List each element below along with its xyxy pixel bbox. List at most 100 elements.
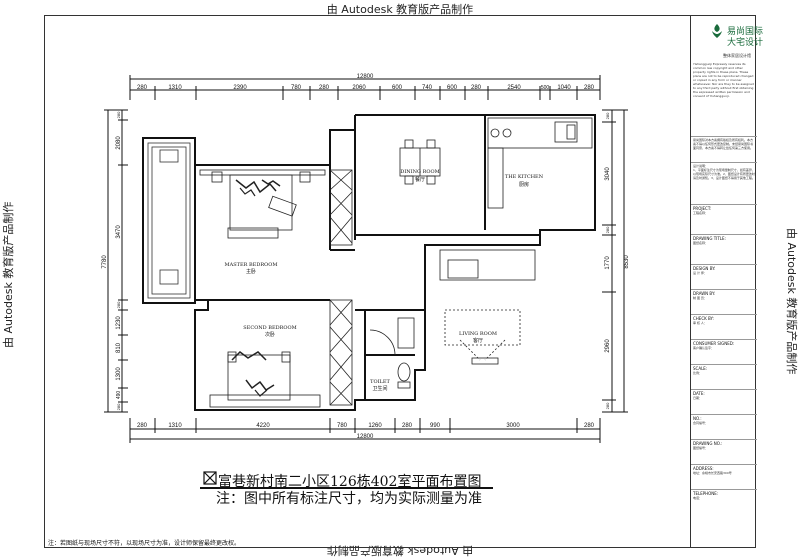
scale-label-cn: 比例： [693, 371, 703, 375]
drawn-by-label: DRAWN BY: [693, 291, 716, 296]
contract-no-field: NO.: 合同编号： [691, 415, 757, 440]
master-nightstand-right [299, 171, 311, 183]
watermark-top: 由 Autodesk 教育版产品制作 [326, 3, 474, 16]
dim-top-6: 2060 [352, 85, 366, 91]
master-wardrobe [329, 169, 353, 246]
contract-no-label-cn: 合同编号： [693, 421, 709, 425]
dim-bottom-1: 280 [137, 423, 148, 429]
dim-left-6: 810 [116, 342, 122, 353]
living-room [439, 249, 536, 365]
dim-top-1: 280 [137, 85, 148, 91]
dim-left-5: 1230 [116, 316, 122, 330]
logo-mark-icon [712, 24, 722, 38]
tv-cabinet [471, 357, 499, 365]
dining-chair-3 [404, 175, 414, 185]
dim-bottom-5: 1260 [368, 423, 382, 429]
scale-label: SCALE: [693, 366, 708, 371]
kitchen-sink [554, 121, 578, 143]
master-bedroom [199, 169, 353, 246]
toilet-bowl [397, 362, 411, 382]
telephone-field: TELEPHONE: 电话： [691, 490, 757, 515]
rug [444, 309, 521, 346]
address-field: ADDRESS: 地址：余姚市长安西路300号 [691, 465, 757, 490]
toilet-room [369, 317, 415, 389]
label-second-cn: 次卧 [265, 331, 275, 338]
address-label: ADDRESS: [693, 466, 714, 471]
label-toilet-cn: 卫生间 [372, 385, 387, 392]
dim-bottom-9: 280 [584, 423, 595, 429]
dim-top-3: 2390 [233, 85, 247, 91]
drawing-sheet [44, 15, 756, 548]
date-field: DATE: 日期： [691, 390, 757, 415]
dim-top-13: 1040 [557, 85, 571, 91]
title-block: 易尚国际 大宅设计 整体家居设计馆 Yishangguoji Expressly… [690, 15, 763, 548]
dim-top-12: 500 [541, 85, 550, 91]
consumer-signed-label-cn: 客户确认签字： [693, 346, 715, 350]
dim-right-4: 1770 [605, 256, 611, 270]
drawn-by-label-cn: 制 图 员： [693, 296, 707, 300]
design-notes: 设计说明： 1、平面标注尺寸为现场量制尺寸，如有差异，以现场实际尺寸为准。2、图… [691, 163, 757, 205]
second-nightstand-right [281, 351, 291, 363]
drawing-title-field: DRAWING TITLE: 图纸名称： [691, 235, 757, 265]
drawing-no-label: DRAWING NO.: [693, 441, 723, 446]
dining-chair-4 [426, 175, 436, 185]
dim-top-7: 600 [392, 85, 403, 91]
kitchen [487, 117, 593, 209]
drawing-title-label: DRAWING TITLE: [693, 236, 726, 241]
dim-top-14: 280 [584, 85, 595, 91]
scale-field: SCALE: 比例： [691, 365, 757, 390]
plan-title-underline [200, 487, 493, 489]
design-notes-title: 设计说明： [693, 164, 709, 168]
balcony-cabinet-top [159, 149, 179, 163]
dining-room [399, 139, 441, 185]
drawing-no-field: DRAWING NO.: 图纸编号： [691, 440, 757, 465]
coffee-table [447, 259, 479, 279]
dim-bottom-total: 12800 [357, 434, 374, 440]
kitchen-counter [487, 117, 593, 149]
dim-top-10: 280 [471, 85, 482, 91]
dim-left-1: 280 [116, 111, 121, 118]
dimension-lines-top [129, 75, 601, 100]
label-dining-cn: 餐厅 [415, 176, 425, 183]
telephone-label: TELEPHONE: [693, 491, 719, 496]
dim-left-9: 280 [116, 403, 121, 410]
second-desk [209, 394, 321, 408]
plan-title: 富巷新村南二小区126栋402室平面布置图 [218, 474, 482, 490]
dim-right-1: 280 [605, 112, 610, 119]
walls [142, 114, 596, 411]
project-field: PROJECT: 工程名称： [691, 205, 757, 235]
dim-left-8: 490 [116, 391, 122, 400]
design-notes-body: 1、平面标注尺寸为现场量制尺寸，如有差异，以现场实际尺寸为准。2、图纸设计有所更… [693, 168, 755, 180]
dimension-lines-bottom [129, 418, 601, 443]
dim-top-2: 1310 [168, 85, 182, 91]
dim-left-2: 2080 [116, 136, 122, 150]
design-by-field: DESIGN BY: 设 计 师： [691, 265, 757, 290]
kitchen-cabinet [487, 147, 504, 209]
balcony [147, 142, 191, 299]
label-master-cn: 主卧 [246, 268, 256, 275]
toilet-door-swing [369, 329, 396, 356]
project-label: PROJECT: [693, 206, 712, 211]
plan-note: 注：图中所有标注尺寸，均为实际测量为准 [216, 491, 482, 507]
dim-bottom-6: 280 [402, 423, 413, 429]
copyright-cn: 易尚国际对本方案拥有版权及所有权利。本方案不得以任何形式更改复制。未经易尚国际书… [691, 137, 757, 163]
design-by-label-cn: 设 计 师： [693, 271, 707, 275]
master-quilt [268, 195, 297, 217]
balcony-cabinet-bottom [159, 269, 179, 285]
check-by-label-cn: 审 核 人： [693, 321, 707, 325]
dim-top-4: 780 [291, 85, 302, 91]
consumer-signed-label: CONSUMER SIGNED: [693, 341, 735, 346]
sofa [439, 249, 536, 281]
dim-left-total: 7780 [102, 255, 108, 269]
check-by-label: CHECK BY: [693, 316, 714, 321]
logo-name-line1: 易尚国际 [727, 27, 764, 37]
dim-bottom-3: 4220 [256, 423, 270, 429]
dim-bottom-2: 1310 [168, 423, 182, 429]
label-master: MASTER BEDROOM [225, 262, 278, 268]
telephone-value: 电话： [693, 496, 703, 500]
dim-top-total: 12800 [357, 74, 374, 80]
consumer-signed-field: CONSUMER SIGNED: 客户确认签字： [691, 340, 757, 365]
dim-left-7: 1300 [116, 367, 122, 381]
dim-right-2: 3040 [605, 167, 611, 181]
